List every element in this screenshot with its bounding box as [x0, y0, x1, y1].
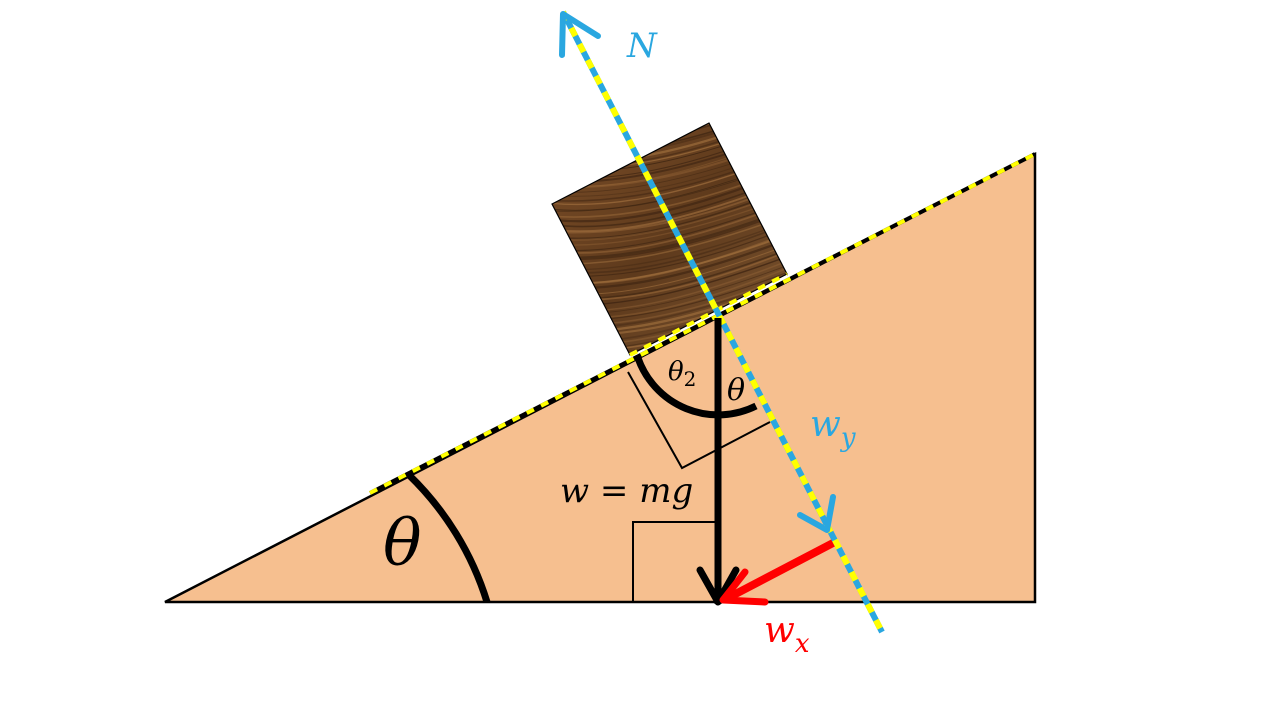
label-wx-sub: x	[795, 629, 810, 659]
label-wy-base: w	[810, 404, 841, 445]
label-wx-base: w	[764, 610, 795, 651]
block-contact-guide	[629, 272, 788, 357]
wy-arrowhead-icon	[797, 494, 836, 533]
label-theta2-base: θ	[668, 357, 684, 387]
wood-grain-line	[552, 123, 787, 127]
wood-grain-line	[540, 59, 800, 113]
wood-grain-line	[552, 123, 787, 150]
normal-arrowhead-icon	[559, 11, 601, 58]
wood-grain-line	[552, 123, 787, 130]
label-theta2: θ2	[668, 357, 696, 391]
incline-surface-guide-dash	[369, 152, 1036, 495]
right-angle-marker	[632, 521, 715, 602]
label-theta2-sub: 2	[684, 367, 697, 391]
wood-grain-line	[552, 123, 787, 135]
label-wy: wy	[810, 404, 856, 453]
wood-grain-line	[552, 123, 787, 142]
label-theta-small: θ	[727, 373, 745, 408]
wx-arrow-shaft	[722, 539, 835, 604]
perpendicular-construction	[627, 371, 771, 470]
label-wy-sub: y	[840, 423, 856, 453]
label-theta-incline: θ	[383, 507, 422, 581]
wood-grain-line	[540, 68, 800, 121]
wood-grain-line	[552, 123, 787, 147]
theta-angles-arc	[634, 356, 758, 419]
label-weight-equation: w = mg	[560, 471, 693, 511]
wood-grain-line	[552, 123, 787, 138]
label-normal: N	[626, 26, 658, 66]
incline-angle-arc	[406, 472, 491, 604]
wx-arrowhead-icon	[719, 568, 769, 606]
wood-grain-line	[540, 62, 800, 117]
weight-arrowhead-icon	[696, 566, 740, 606]
label-wx: wx	[764, 610, 810, 659]
